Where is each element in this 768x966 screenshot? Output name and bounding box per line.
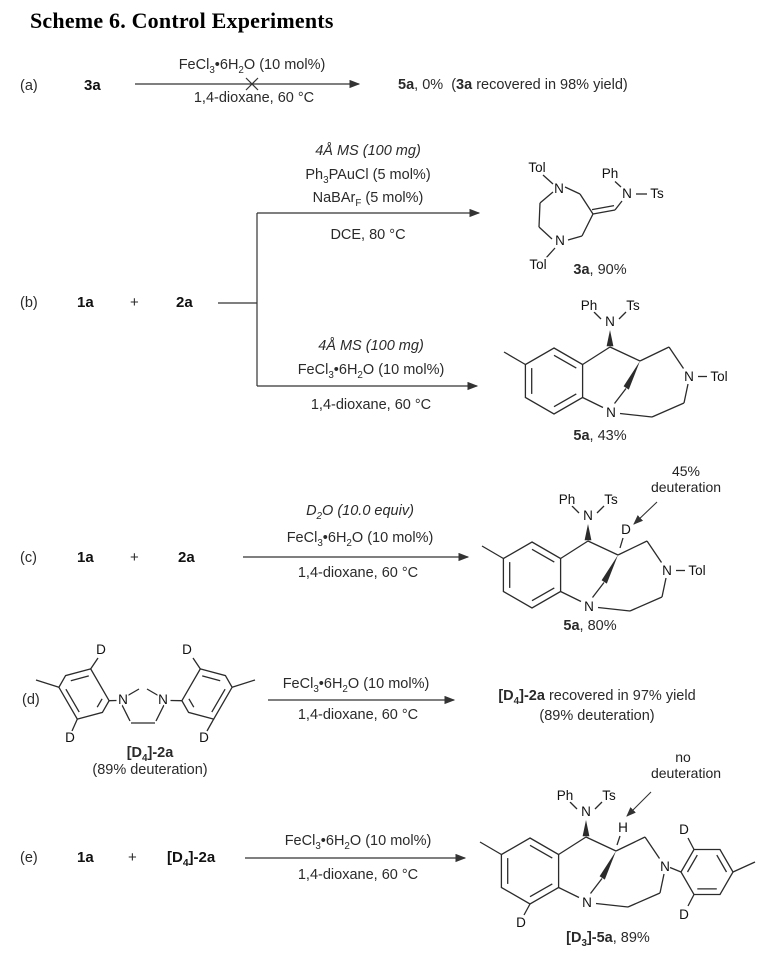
n-bottom-label: N xyxy=(555,233,565,248)
caption-5a-c: 5a, 80% xyxy=(563,618,617,634)
cond-c-below: 1,4-dioxane, 60 °C xyxy=(297,565,419,581)
reactant-2a-b: 2a xyxy=(176,294,193,311)
annotation-e-line2: deuteration xyxy=(651,765,721,781)
result-d-line1: [D4]-2a recovered in 97% yield xyxy=(498,688,696,707)
row-label-e: (e) xyxy=(20,850,38,866)
caption-d4-2a-2: (89% deuteration) xyxy=(92,762,208,778)
annotation-c-line2: deuteration xyxy=(651,479,721,495)
ph-label: Ph xyxy=(602,166,619,181)
plus-c: + xyxy=(130,549,139,566)
deuterium-label: D xyxy=(65,730,75,745)
cond-c-2: FeCl3•6H2O (10 mol%) xyxy=(286,530,434,549)
deuterium-label: D xyxy=(679,907,689,922)
cond-d-above: FeCl3•6H2O (10 mol%) xyxy=(282,676,430,695)
cond-b-top-1: 4Å MS (100 mg) xyxy=(315,143,421,159)
cond-e-above: FeCl3•6H2O (10 mol%) xyxy=(284,833,432,852)
tol-top-label: Tol xyxy=(528,160,545,175)
row-label-d: (d) xyxy=(22,692,40,708)
result-a: 5a, 0% (3a recovered in 98% yield) xyxy=(398,77,628,93)
deuterium-label: D xyxy=(516,915,526,930)
hydrogen-label: H xyxy=(618,820,628,835)
caption-d3-5a: [D3]-5a, 89% xyxy=(566,930,650,949)
n-right-label: N xyxy=(158,692,168,707)
cond-b-bottom-2: FeCl3•6H2O (10 mol%) xyxy=(297,362,445,381)
result-d-line2: (89% deuteration) xyxy=(539,708,655,724)
deuterium-label: D xyxy=(621,522,631,537)
structure-5a-b xyxy=(502,296,730,422)
row-label-b: (b) xyxy=(20,295,38,311)
cond-b-bottom-below: 1,4-dioxane, 60 °C xyxy=(310,397,432,413)
cond-b-top-3: NaBArF (5 mol%) xyxy=(312,190,424,209)
row-label-a: (a) xyxy=(20,78,38,94)
cond-e-below: 1,4-dioxane, 60 °C xyxy=(297,867,419,883)
annotation-arrow-e xyxy=(626,791,652,817)
cond-b-bottom-1: 4Å MS (100 mg) xyxy=(318,338,424,354)
annotation-arrow-c xyxy=(633,501,658,525)
n-top-label: N xyxy=(554,181,564,196)
reactant-2a-c: 2a xyxy=(178,549,195,566)
cross-mark-a xyxy=(245,77,259,91)
cond-b-top-below: DCE, 80 °C xyxy=(330,227,406,243)
annotation-c-line1: 45% xyxy=(672,463,700,479)
reactant-1a-b: 1a xyxy=(77,294,94,311)
cond-c-1: D2O (10.0 equiv) xyxy=(306,503,414,522)
caption-5a-b: 5a, 43% xyxy=(573,428,627,444)
cond-d-below: 1,4-dioxane, 60 °C xyxy=(297,707,419,723)
scheme-title: Scheme 6. Control Experiments xyxy=(30,8,334,33)
cross-mark-a xyxy=(245,77,259,91)
n-enamide-label: N xyxy=(622,186,632,201)
caption-3a: 3a, 90% xyxy=(573,262,627,278)
deuterium-label: D xyxy=(182,642,192,657)
deuterium-label: D xyxy=(679,822,689,837)
caption-d4-2a-1: [D4]-2a xyxy=(126,745,174,764)
annotation-e-line1: no xyxy=(675,749,691,765)
reactant-d4-2a-e: [D4]-2a xyxy=(167,849,216,869)
conditions-a-above: FeCl3•6H2O (10 mol%) xyxy=(178,57,326,76)
reactant-1a-e: 1a xyxy=(77,849,94,866)
ts-label: Ts xyxy=(650,186,664,201)
structure-d3-5a: H D D D no deuteration xyxy=(478,749,756,932)
conditions-a-below: 1,4-dioxane, 60 °C xyxy=(193,90,315,106)
deuterium-label: D xyxy=(199,730,209,745)
reactant-3a: 3a xyxy=(84,77,101,94)
structure-5a-c: D 45% deuteration xyxy=(480,463,721,616)
reactant-1a-c: 1a xyxy=(77,549,94,566)
structure-d4-2a: D D D D N N xyxy=(35,640,256,747)
plus-b: + xyxy=(130,294,139,311)
structure-3a: Tol N N Tol N Ph Ts xyxy=(527,158,666,274)
cond-b-top-2: Ph3PAuCl (5 mol%) xyxy=(305,167,431,186)
n-left-label: N xyxy=(118,692,128,707)
tol-bottom-label: Tol xyxy=(529,257,546,272)
plus-e: + xyxy=(128,849,137,866)
row-label-c: (c) xyxy=(20,550,37,566)
deuterium-label: D xyxy=(96,642,106,657)
